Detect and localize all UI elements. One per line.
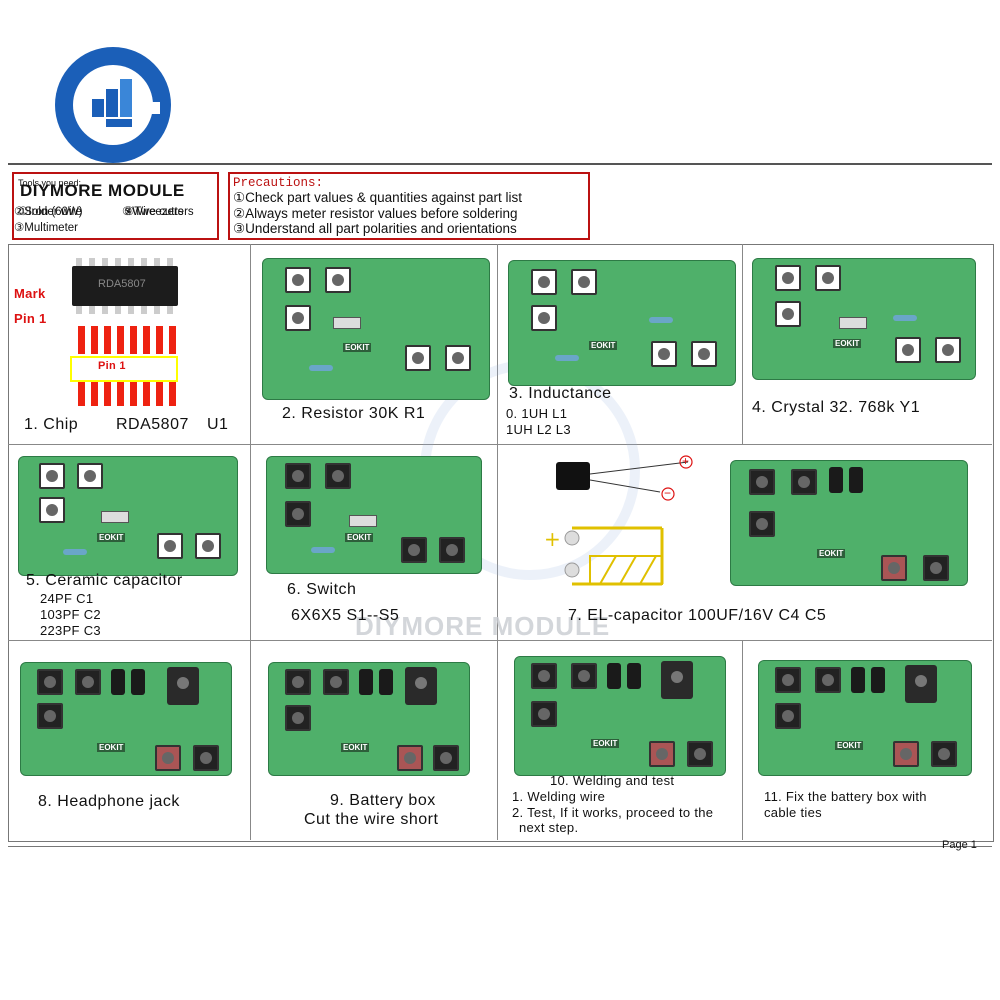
step10-title: 10. Welding and test [550,773,675,788]
pcb-board-step6: EOKIT [266,456,482,574]
step11-line1: cable ties [764,805,822,820]
svg-text:+: + [544,527,561,551]
pcb-board-step9: EOKIT [268,662,470,776]
step6-line1: 6X6X5 S1--S5 [291,607,400,624]
step8-title: 8. Headphone jack [38,793,180,810]
precautions-heading: Precautions: [233,176,324,190]
step5-line1: 24PF C1 [40,591,94,606]
step5-line3: 223PF C3 [40,623,101,638]
tools-box: Tools you need: DIYMORE MODULE ①Iron (60… [12,172,219,240]
tool-item: ①Iron (60W) [18,206,83,218]
step3-line1: 0. 1UH L1 [506,406,568,421]
step10-line3: next step. [519,820,579,835]
step7-title: 7. EL-capacitor 100UF/16V C4 C5 [568,607,827,624]
header-divider [8,163,992,165]
pin1-inner-label: Pin 1 [98,360,126,372]
step3-line2: 1UH L2 L3 [506,422,571,437]
mark-label: Mark [14,286,46,301]
step1-title: 1. Chip [24,416,79,433]
step10-line1: 1. Welding wire [512,789,606,804]
plus-mark: + [682,454,690,468]
pcb-board-step8: EOKIT [20,662,232,776]
pcb-brand: EOKIT [343,343,372,352]
pin1-label: Pin 1 [14,311,47,326]
pcb-board-step10: EOKIT [514,656,726,776]
tool-item: ②Solder wire [14,206,82,218]
steps-grid [8,244,994,842]
pcb-board-step5: EOKIT [18,456,238,576]
step2-title: 2. Resistor 30K R1 [282,405,426,422]
precaution-item: ①Check part values & quantities against … [233,190,522,205]
chip-marking: RDA5807 [98,278,146,290]
precautions-box: Precautions: ①Check part values & quanti… [228,172,590,240]
precaution-item: ②Always meter resistor values before sol… [233,206,518,221]
tools-heading: Tools you need: [18,178,82,188]
pcb-board-step3: EOKIT [508,260,736,386]
footer-divider [8,846,992,847]
minus-mark: − [664,486,672,500]
precaution-item: ③Understand all part polarities and orie… [233,221,517,236]
step5-line2: 103PF C2 [40,607,101,622]
step11-title: 11. Fix the battery box with [764,789,927,804]
brand-text: DIYMORE MODULE [20,181,185,200]
step1-ref: U1 [207,416,229,433]
step3-title: 3. Inductance [509,385,612,402]
watermark-text: DIYMORE MODULE [355,611,611,641]
step6-title: 6. Switch [287,581,357,598]
tool-item: ⑤Wire cutters [122,206,194,218]
polarity-diagram: + [544,526,664,586]
pcb-board-step7: EOKIT [730,460,968,586]
tool-item: ③Multimeter [14,222,78,234]
step10-line2: 2. Test, If it works, proceed to the [512,805,714,820]
el-capacitor-image [556,462,590,490]
step9-line1: Cut the wire short [304,811,439,828]
page-number: Page 1 [942,839,977,851]
tool-item: ④Tweezers [124,206,184,218]
pcb-board-step4: EOKIT [752,258,976,380]
step9-title: 9. Battery box [330,792,436,809]
chip-image: RDA5807 [72,266,178,306]
step1-value: RDA5807 [116,416,189,433]
pcb-board-step2: EOKIT [262,258,490,400]
step4-title: 4. Crystal 32. 768k Y1 [752,399,921,416]
step5-title: 5. Ceramic capacitor [26,572,183,589]
brand-logo [55,47,171,163]
pcb-board-step11: EOKIT [758,660,972,776]
